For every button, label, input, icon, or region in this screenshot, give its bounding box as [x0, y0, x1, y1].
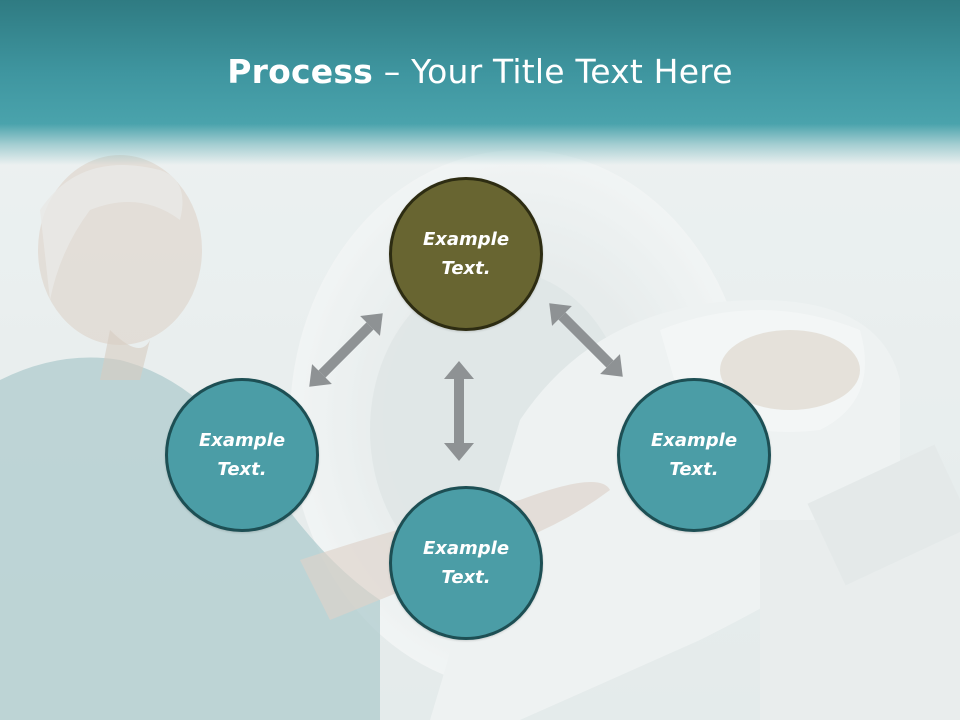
node-right-label: Example Text.	[650, 430, 738, 480]
node-top: Example Text.	[389, 177, 543, 331]
title-bar	[0, 0, 960, 165]
node-bottom: Example Text.	[389, 486, 543, 640]
slide-title: Process – Your Title Text Here	[0, 52, 960, 91]
node-top-label: Example Text.	[422, 229, 510, 279]
node-left: Example Text.	[165, 378, 319, 532]
node-bottom-label: Example Text.	[422, 538, 510, 588]
node-left-label: Example Text.	[198, 430, 286, 480]
title-rest: – Your Title Text Here	[373, 52, 733, 91]
title-bold: Process	[227, 52, 374, 91]
node-right: Example Text.	[617, 378, 771, 532]
